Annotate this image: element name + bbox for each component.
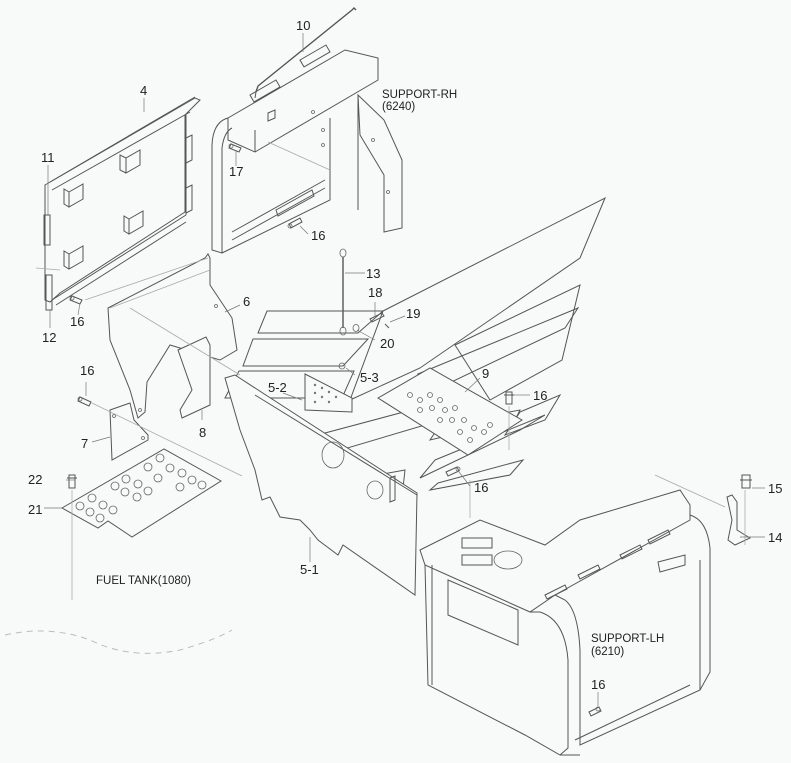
part-10-rod [254,7,357,99]
callout-7: 7 [81,436,89,451]
callout-19: 19 [406,306,421,321]
part-12-strip [45,274,53,311]
support-rh-label: SUPPORT-RH [382,89,458,101]
bolt-17 [228,143,242,153]
bolt-22 [67,474,77,489]
callout-18: 18 [368,285,383,300]
support-lh-code: (6210) [591,646,625,658]
part-15-bolt [740,474,752,489]
part-5-2-panel [304,373,353,413]
support-rh-frame [211,44,403,254]
part-20-washer [352,324,360,332]
callout-16-left: 16 [70,314,85,329]
plate-9-holes [407,392,493,443]
callout-8: 8 [199,425,207,440]
callout-9: 9 [482,366,490,381]
callout-14: 14 [768,530,783,545]
bolt-16-right [504,391,514,405]
callout-16-right: 16 [533,388,548,403]
part-4-side-panel [35,96,201,311]
bolt-16-lower [445,466,461,477]
callout-11: 11 [41,150,55,165]
break-line [4,629,233,654]
part-5-1-cover [224,374,418,596]
panel-brackets [63,149,144,270]
bolt-16-upper [287,217,303,229]
lh-top-slots [461,529,671,600]
fuel-tank-label: FUEL TANK(1080) [96,575,192,587]
callout-5-1: 5-1 [300,562,319,577]
callout-10: 10 [296,18,311,33]
callout-17: 17 [229,164,244,179]
part-14-latch [726,494,752,546]
callout-15: 15 [768,481,783,496]
callout-4: 4 [140,83,148,98]
callout-16-upper: 16 [311,228,326,243]
part-13-rod [339,248,347,336]
part-9-plate [377,367,523,456]
callout-6: 6 [243,294,251,309]
support-lh-label: SUPPORT-LH [591,633,665,645]
part-21-plate [60,448,222,538]
callout-21: 21 [28,502,43,517]
part-5-3-nut [338,362,346,370]
support-lh-frame [419,489,711,756]
callout-12: 12 [42,330,57,345]
callout-13: 13 [366,266,381,281]
callout-leaders [44,33,765,706]
callout-16-lower: 16 [474,480,489,495]
assembly-lines [84,257,746,545]
part-7-bracket [109,402,149,461]
part-18-pin [369,312,385,323]
support-rh-code: (6240) [382,101,416,113]
bolt-16-left [69,295,83,305]
callout-16-mid-left: 16 [80,363,95,378]
bolt-16-lh [588,706,602,717]
bolt-16-mid-left [77,396,92,407]
callout-16-lh: 16 [591,677,606,692]
part-8-bracket [177,336,211,419]
part-19-clip [384,323,390,329]
callout-5-2: 5-2 [268,380,287,395]
plate-21-holes [75,453,207,523]
callout-22: 22 [28,472,43,487]
callout-5-3: 5-3 [360,370,379,385]
part-6-plate [107,253,238,419]
callout-20: 20 [380,336,395,351]
